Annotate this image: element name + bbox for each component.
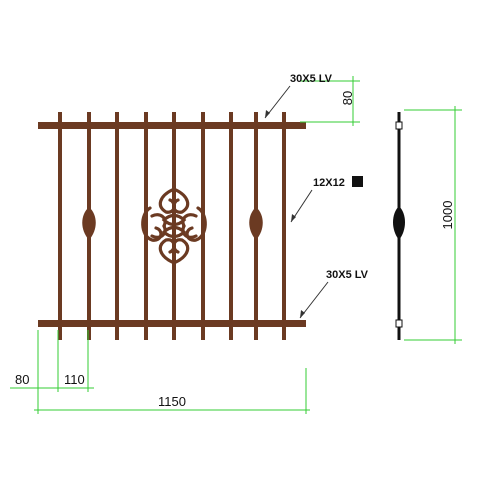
dim-height: 1000 xyxy=(404,106,462,344)
picket-ornament-right xyxy=(249,207,263,240)
dim-side-offset-text: 80 xyxy=(15,372,29,387)
label-top-bar: 30X5 LV xyxy=(264,73,333,119)
label-bottom-bar-text: 30X5 LV xyxy=(326,269,369,281)
dim-bottom: 80 110 1150 xyxy=(10,330,310,414)
side-ornament xyxy=(393,206,405,240)
picket-6 xyxy=(201,112,205,340)
picket-1 xyxy=(58,112,62,340)
picket-4 xyxy=(144,112,148,340)
side-view xyxy=(393,112,405,340)
bottom-rail xyxy=(38,320,306,327)
label-bottom-bar: 30X5 LV xyxy=(299,269,369,319)
label-top-bar-text: 30X5 LV xyxy=(290,73,333,85)
dim-width-text: 1150 xyxy=(158,394,186,409)
dim-height-text: 1000 xyxy=(440,201,455,230)
picket-9 xyxy=(282,112,286,340)
side-rail-top xyxy=(395,121,403,130)
top-rail xyxy=(38,122,306,129)
side-rail-bottom xyxy=(395,319,403,328)
scroll-rosette xyxy=(141,182,207,270)
dim-top-offset-text: 80 xyxy=(340,91,355,105)
dim-picket-spacing-text: 110 xyxy=(64,372,85,387)
picket-3 xyxy=(115,112,119,340)
filled-square-icon xyxy=(352,176,363,187)
label-picket-text: 12X12 xyxy=(313,177,345,189)
picket-ornament-left xyxy=(82,207,96,240)
picket-7 xyxy=(229,112,233,340)
dim-top-offset: 80 xyxy=(300,76,360,126)
label-picket: 12X12 xyxy=(290,176,363,223)
front-view xyxy=(38,112,306,340)
